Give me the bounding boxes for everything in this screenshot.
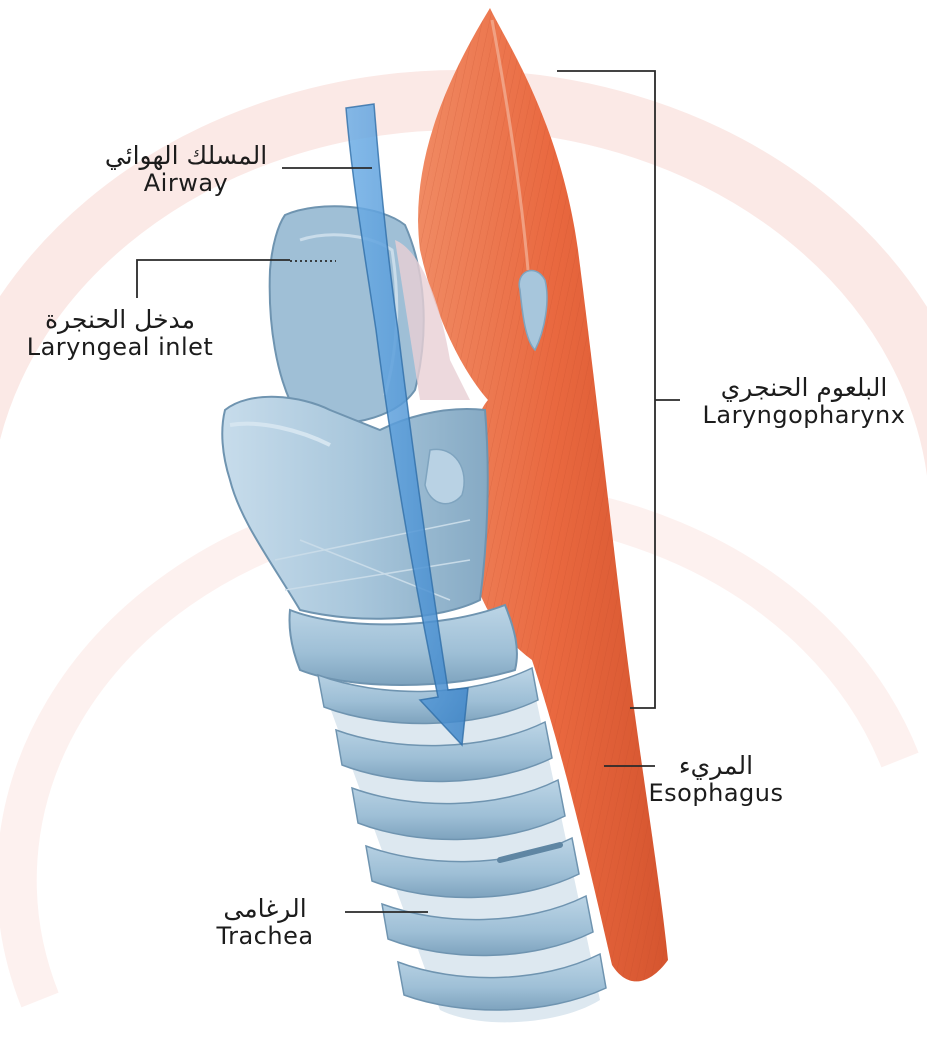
airway-label: المسلك الهوائي Airway (96, 142, 276, 197)
airway-label-english: Airway (96, 170, 276, 197)
esophagus-label: المريء Esophagus (630, 752, 802, 807)
thyroid-cartilage (222, 397, 487, 619)
esophagus-label-english: Esophagus (630, 780, 802, 807)
laryngopharynx-label: البلعوم الحنجري Laryngopharynx (686, 374, 922, 429)
esophagus-label-arabic: المريء (630, 752, 802, 780)
laryngeal-inlet-label: مدخل الحنجرة Laryngeal inlet (4, 306, 236, 361)
laryngopharynx-label-arabic: البلعوم الحنجري (686, 374, 922, 402)
trachea-label-english: Trachea (190, 923, 340, 950)
trachea-label: الرغامى Trachea (190, 895, 340, 950)
trachea-label-arabic: الرغامى (190, 895, 340, 923)
laryngeal-inlet-label-english: Laryngeal inlet (4, 334, 236, 361)
laryngeal-inlet-leader (137, 260, 290, 298)
laryngeal-inlet-label-arabic: مدخل الحنجرة (4, 306, 236, 334)
airway-label-arabic: المسلك الهوائي (96, 142, 276, 170)
laryngopharynx-label-english: Laryngopharynx (686, 402, 922, 429)
